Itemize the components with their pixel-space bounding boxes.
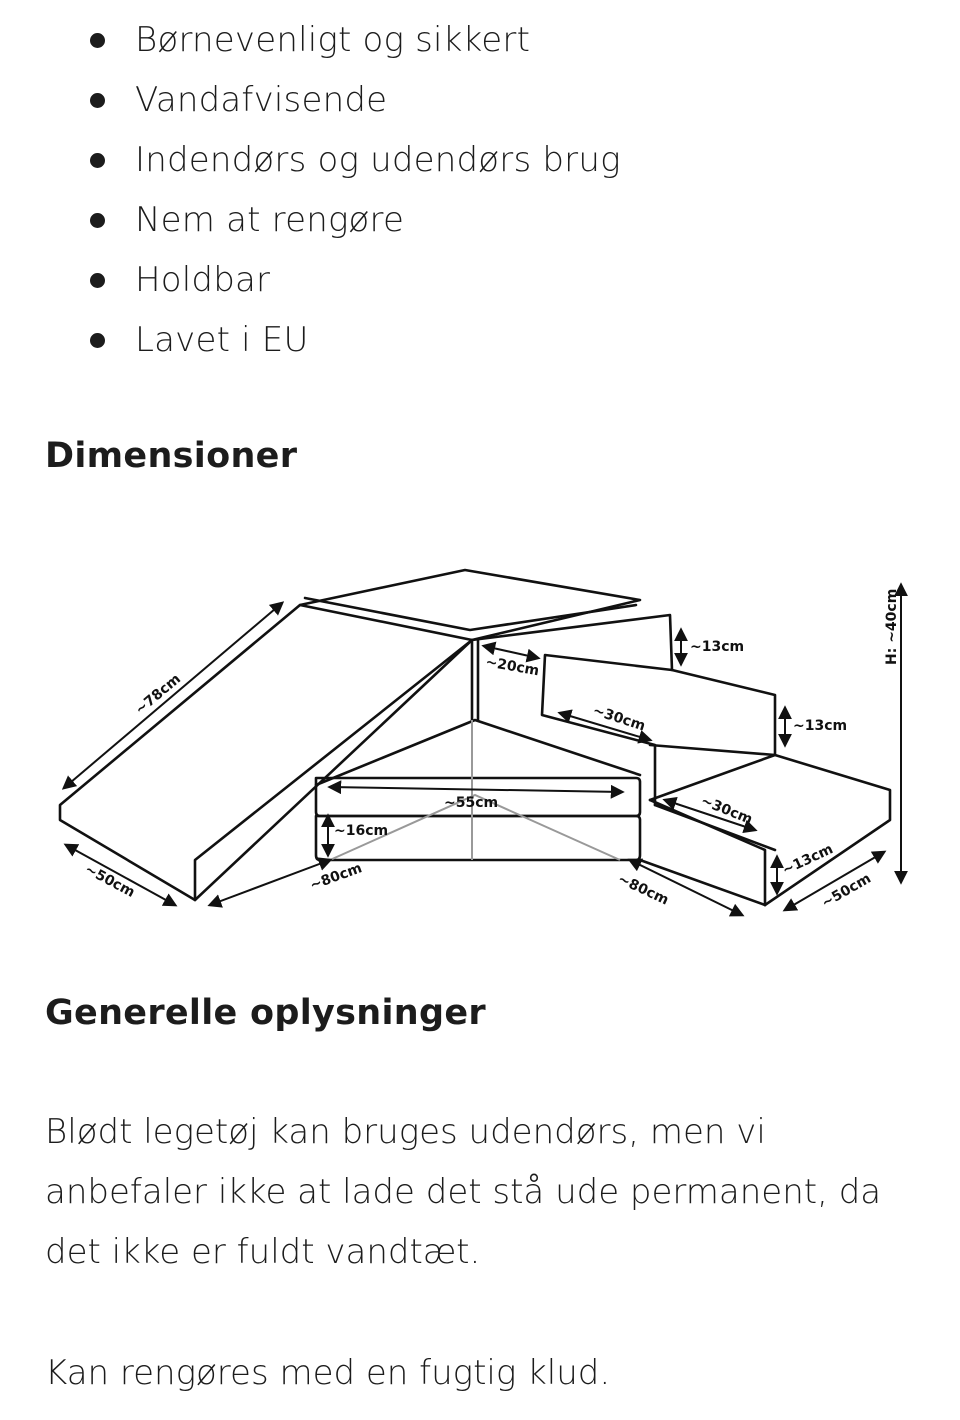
stairs-low-top <box>648 753 777 802</box>
feature-text: Børnevenligt og sikkert <box>135 20 531 60</box>
playset-outline <box>58 568 892 907</box>
top-cushion-edge <box>303 596 638 632</box>
stairs-mid <box>648 668 777 757</box>
arrow-base-right <box>627 858 745 917</box>
feature-list: Børnevenligt og sikkert Vandafvisende In… <box>0 10 960 370</box>
label-step-height-top: ~13cm <box>690 639 744 655</box>
arrow-stairs-width <box>782 850 887 912</box>
label-step-height-low: ~13cm <box>780 841 836 878</box>
feature-item: Nem at rengøre <box>0 190 960 250</box>
arrow-slide-length <box>61 601 285 790</box>
base-triangle <box>314 718 642 787</box>
label-mat-height: ~16cm <box>334 823 388 839</box>
bullet-icon <box>90 153 105 168</box>
bullet-icon <box>90 273 105 288</box>
dimension-arrows <box>61 582 908 917</box>
dimensions-diagram: ~78cm ~50cm ~80cm ~80cm ~55cm ~16cm ~20c… <box>58 568 908 917</box>
bullet-icon <box>90 93 105 108</box>
bullet-icon <box>90 213 105 228</box>
dimensions-heading: Dimensioner <box>45 436 298 476</box>
feature-item: Lavet i EU <box>0 310 960 370</box>
bullet-icon <box>90 33 105 48</box>
feature-item: Indendørs og udendørs brug <box>0 130 960 190</box>
stairs-top <box>470 613 674 807</box>
arrow-slide-width <box>63 843 178 907</box>
feature-text: Vandafvisende <box>135 80 388 120</box>
slide-side <box>193 638 474 902</box>
arrow-base-left <box>207 857 333 908</box>
label-slide-width: ~50cm <box>82 861 137 901</box>
arrow-mat-length <box>327 780 625 799</box>
label-low-step: ~30cm <box>699 793 755 828</box>
feature-item: Holdbar <box>0 250 960 310</box>
feature-text: Lavet i EU <box>135 320 309 360</box>
label-stairs-width: ~50cm <box>819 871 874 912</box>
top-cushion <box>298 568 642 642</box>
label-mat-length: ~55cm <box>444 795 498 811</box>
feature-text: Indendørs og udendørs brug <box>135 140 621 180</box>
label-slide-length: ~78cm <box>132 671 184 718</box>
general-paragraph-outdoor: Blødt legetøj kan bruges udendørs, men v… <box>45 1112 882 1272</box>
arrow-low-step <box>662 796 758 834</box>
feature-item: Børnevenligt og sikkert <box>0 10 960 70</box>
general-heading: Generelle oplysninger <box>45 993 486 1033</box>
arrow-top-step <box>481 641 541 663</box>
general-paragraph-cleaning: Kan rengøres med en fugtig klud. <box>45 1353 611 1393</box>
slide-shape <box>58 603 474 902</box>
label-total-height: H: ~40cm <box>884 589 900 665</box>
feature-text: Nem at rengøre <box>135 200 405 240</box>
bullet-icon <box>90 333 105 348</box>
label-step-height-mid: ~13cm <box>793 718 847 734</box>
arrow-mid-step <box>557 709 653 744</box>
feature-text: Holdbar <box>135 260 271 300</box>
feature-item: Vandafvisende <box>0 70 960 130</box>
label-top-step: ~20cm <box>484 654 540 679</box>
